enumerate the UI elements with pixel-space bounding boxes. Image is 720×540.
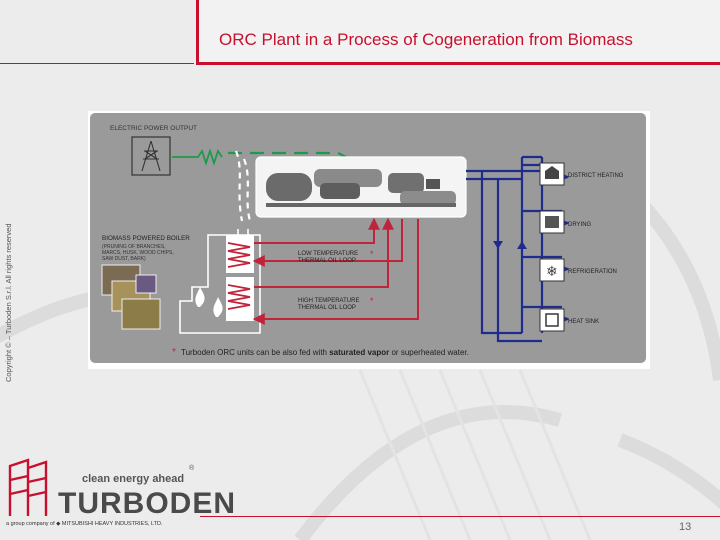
high-loop-label-1: HIGH TEMPERATURE xyxy=(298,298,359,304)
high-loop-asterisk: * xyxy=(370,296,374,306)
snowflake-icon: ❄ xyxy=(546,263,558,279)
footnote-suffix: or superheated water. xyxy=(391,348,468,357)
dryer-icon xyxy=(545,216,559,228)
registered-mark: ® xyxy=(189,465,194,472)
user-label-district-heating: DISTRICT HEATING xyxy=(568,173,624,179)
footnote-prefix: Turboden ORC units can be also fed with xyxy=(181,348,329,357)
footnote: * Turboden ORC units can be also fed wit… xyxy=(172,347,469,358)
logo-tagline: clean energy ahead xyxy=(82,473,184,485)
turboden-mark-icon xyxy=(6,456,66,518)
user-label-drying: DRYING xyxy=(568,222,592,228)
group-company-text: a group company of ◆ MITSUBISHI HEAVY IN… xyxy=(6,521,162,527)
boiler-detail-3: SAW DUST, BARK) xyxy=(102,256,146,262)
user-label-refrigeration: REFRIGERATION xyxy=(568,269,617,275)
footer-rule xyxy=(200,516,720,517)
boiler-title: BIOMASS POWERED BOILER xyxy=(102,235,190,242)
copyright-text: Copyright © – Turboden S.r.l. All rights… xyxy=(4,182,13,382)
turboden-logo: clean energy ahead ® TURBODEN a group co… xyxy=(0,450,200,540)
user-heat-sink xyxy=(540,309,564,331)
orc-cogeneration-diagram: ELECTRIC POWER OUTPUT BIOMASS POWERED BO… xyxy=(88,111,650,369)
title-box: ORC Plant in a Process of Cogeneration f… xyxy=(196,0,720,65)
high-loop-label-2: THERMAL OIL LOOP xyxy=(298,305,356,311)
footnote-bold: saturated vapor xyxy=(329,348,389,357)
page-number: 13 xyxy=(679,521,691,533)
user-refrigeration: ❄ xyxy=(540,259,564,281)
low-loop-asterisk: * xyxy=(370,249,374,259)
header-left-rule xyxy=(0,63,194,64)
user-label-heat-sink: HEAT SINK xyxy=(568,319,599,325)
user-district-heating xyxy=(540,163,564,185)
low-loop-label-2: THERMAL OIL LOOP xyxy=(298,258,356,264)
footnote-asterisk: * xyxy=(172,347,176,358)
user-drying xyxy=(540,211,564,233)
electric-power-output-label: ELECTRIC POWER OUTPUT xyxy=(110,125,197,132)
slide-title: ORC Plant in a Process of Cogeneration f… xyxy=(219,30,633,50)
low-loop-label-1: LOW TEMPERATURE xyxy=(298,251,358,257)
